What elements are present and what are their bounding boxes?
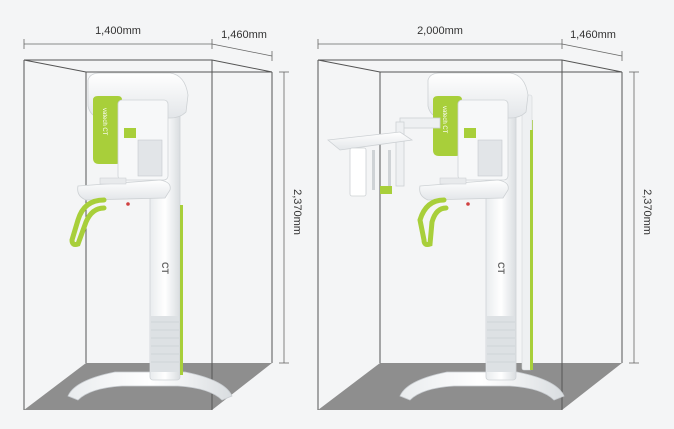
unit-logo-2: CT [496, 262, 506, 274]
depth-label-1: 1,460mm [221, 29, 267, 41]
depth-label-2: 1,460mm [570, 29, 616, 41]
width-dimension-2: 2,000mm [317, 25, 563, 49]
svg-text:vatech CT: vatech CT [101, 108, 107, 136]
depth-dimension-2: 1,460mm [561, 29, 623, 61]
height-label-2: 2,370mm [641, 189, 653, 235]
unit-green-panel-1 [93, 96, 122, 164]
unit-base-1 [67, 371, 233, 401]
unit-column-vent-1 [151, 316, 179, 372]
unit-handle-2 [417, 197, 449, 247]
unit-chin-rest-1 [77, 179, 171, 201]
height-label-1: 2,370mm [291, 189, 303, 235]
width-label-1: 1,400mm [95, 25, 141, 37]
panel-2: 2,000mm 1,460mm 2,370mm [317, 25, 653, 410]
depth-dimension-1: 1,460mm [211, 29, 273, 61]
unit-base-2 [399, 371, 565, 401]
height-dimension-1: 2,370mm [279, 71, 303, 364]
floor-2 [318, 363, 622, 410]
unit-accent-stripe-1 [180, 205, 183, 375]
dental-unit-1: CT vatech CT [67, 72, 233, 401]
unit-green-panel-2 [433, 96, 462, 156]
svg-text:vatech CT: vatech CT [441, 106, 447, 134]
room-box-2 [317, 59, 623, 410]
unit-handle-1 [69, 197, 107, 247]
floor-1 [24, 363, 272, 410]
panel-1: 1,400mm 1,460mm 2,370mm [23, 25, 303, 410]
unit-logo-1: CT [160, 262, 170, 274]
width-dimension-1: 1,400mm [23, 25, 213, 49]
unit-chin-rest-2 [419, 179, 509, 201]
height-dimension-2: 2,370mm [629, 71, 653, 364]
ceph-arm-2 [327, 117, 441, 197]
dental-unit-2: CT vatech CT [327, 72, 565, 401]
room-box-1 [23, 59, 273, 410]
width-label-2: 2,000mm [417, 25, 463, 37]
